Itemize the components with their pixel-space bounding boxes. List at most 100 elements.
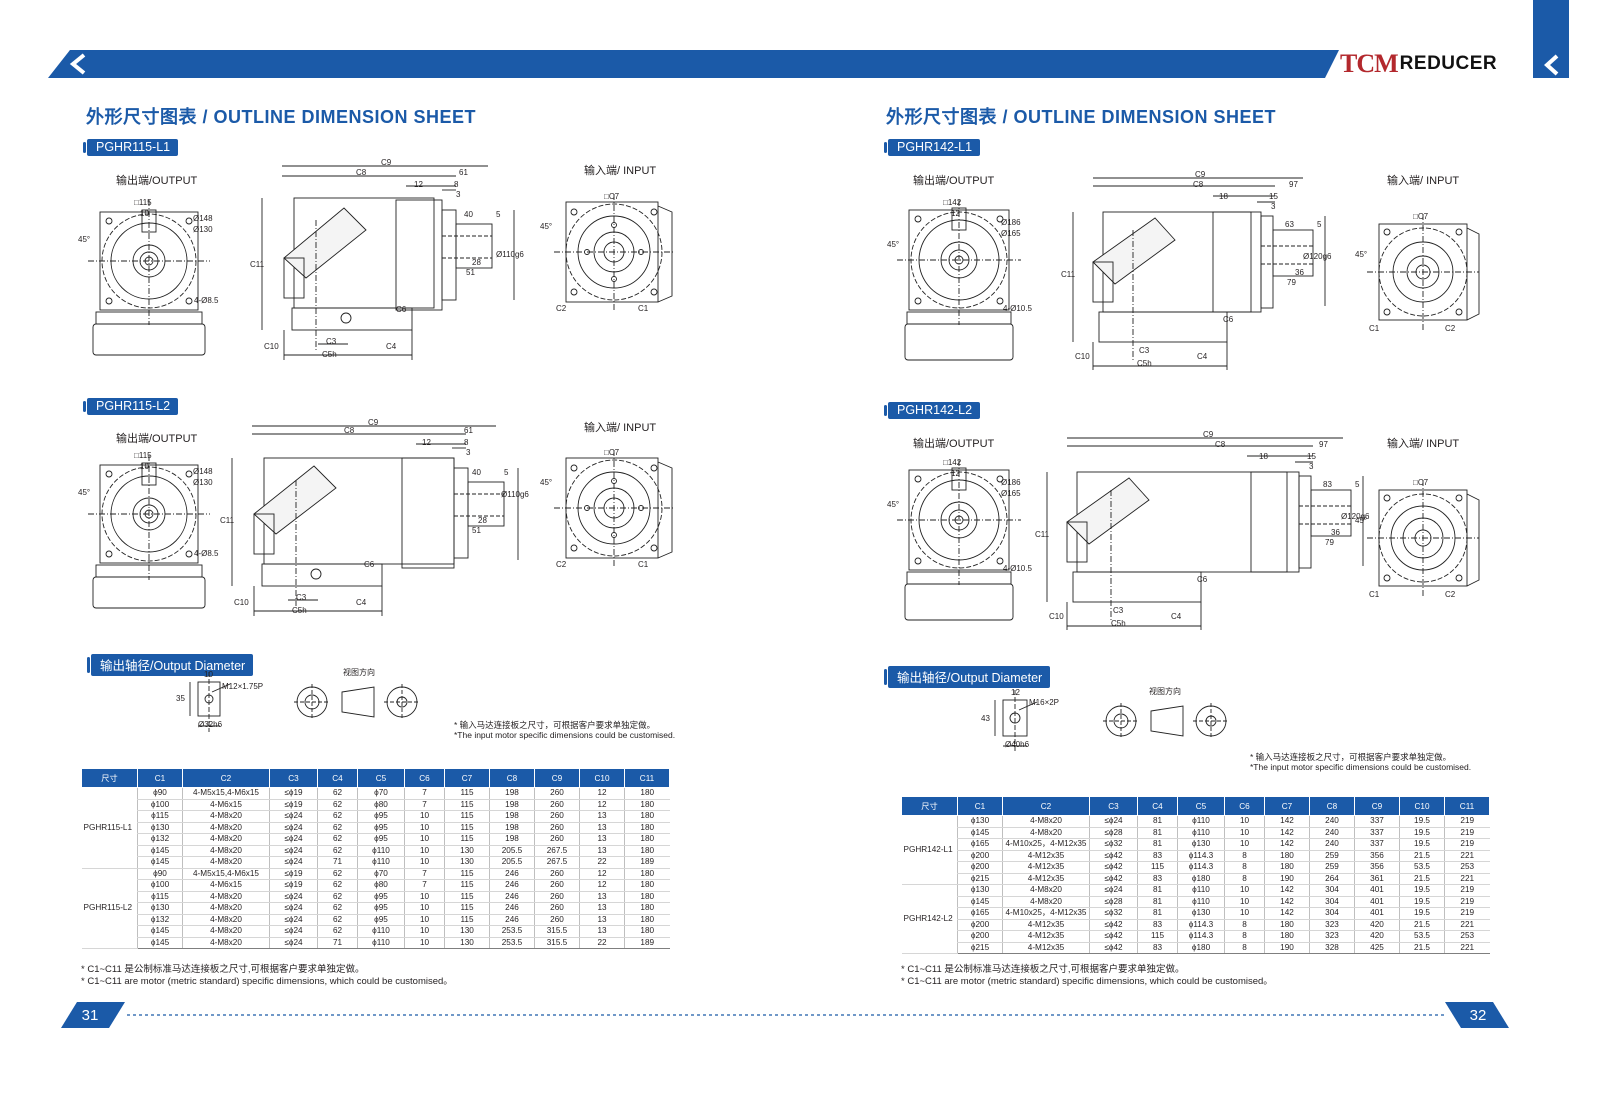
table-cell: ϕ110 (357, 856, 405, 869)
table-cell: 13 (579, 810, 625, 823)
model-cell: PGHR115-L2 (81, 867, 138, 949)
table-cell: ϕ180 (1177, 873, 1225, 885)
table-cell: ϕ95 (357, 902, 405, 915)
table-cell: 4-M8x20 (1002, 827, 1090, 839)
output-label: 输出端/OUTPUT (116, 433, 198, 445)
table-cell: 62 (317, 879, 358, 892)
model-tag: PGHR115-L2 (82, 398, 179, 415)
dim-label: 40 (472, 468, 481, 477)
dim-label: C4 (386, 342, 397, 351)
table-cell: 246 (489, 902, 535, 915)
dim-label: 12 (951, 209, 960, 218)
table-cell: ϕ114.3 (1177, 850, 1225, 862)
table-cell: 142 (1264, 896, 1310, 908)
table-cell: 53.5 (1399, 861, 1445, 874)
table-cell: ϕ90 (137, 867, 183, 880)
table-cell: ≤ϕ42 (1089, 873, 1138, 885)
table-cell: 142 (1264, 815, 1310, 828)
table-cell: 4-M8x20 (182, 902, 270, 915)
table-cell: ϕ130 (1177, 907, 1225, 920)
chevron-left-icon[interactable] (1537, 54, 1567, 76)
table-cell: 21.5 (1399, 919, 1445, 931)
dim-label: 5 (1355, 480, 1360, 489)
output-end-view-l2: □142 12 Ø186 Ø165 4-Ø10.5 45° (887, 458, 1043, 625)
table-cell: ≤ϕ42 (1089, 942, 1138, 954)
table-cell: 260 (534, 891, 580, 903)
table-cell: ϕ110 (357, 845, 405, 857)
table-header-cell: C4 (317, 768, 358, 788)
dim-label: Ø165 (1001, 229, 1021, 238)
table-header-cell: C10 (579, 768, 625, 788)
input-end-view-l2: □C7 C2 C1 45° (538, 448, 688, 578)
dim-label: □C7 (1413, 212, 1429, 221)
dim-label: 45° (1355, 516, 1368, 525)
table-cell: 142 (1264, 907, 1310, 920)
table-cell: 240 (1309, 827, 1355, 839)
table-cell: 10 (1224, 827, 1265, 839)
table-cell: ϕ200 (957, 861, 1003, 874)
table-cell: ≤ϕ19 (269, 787, 318, 800)
table-cell: 21.5 (1399, 942, 1445, 954)
table-cell: 219 (1444, 827, 1490, 839)
dim-label: C11 (220, 516, 235, 525)
page-number: 32 (1469, 1006, 1487, 1024)
table-cell: 115 (444, 879, 490, 892)
input-note-cn: * 输入马达连接板之尺寸，可根据客户要求单独定做。 (454, 720, 656, 730)
brand-logo: TCM REDUCER (1340, 49, 1497, 78)
dim-label: C3 (1139, 346, 1150, 355)
table-cell: 10 (404, 937, 445, 949)
dim-label: C6 (364, 560, 375, 569)
table-cell: ϕ70 (357, 787, 405, 800)
table-cell: 180 (1264, 861, 1310, 874)
table-cell: 12 (579, 867, 625, 880)
table-cell: 180 (624, 902, 670, 915)
table-cell: 62 (317, 833, 358, 846)
table-cell: 304 (1309, 896, 1355, 908)
table-cell: 4-M12x35 (1002, 942, 1090, 954)
table-cell: 246 (489, 891, 535, 903)
table-cell: 22 (579, 856, 625, 869)
dim-label: C5h (1137, 359, 1152, 368)
table-cell: 189 (624, 856, 670, 869)
header-bar: TCM REDUCER (0, 0, 1611, 90)
table-cell: ≤ϕ24 (269, 810, 318, 823)
table-header-cell: C1 (137, 768, 183, 788)
dim-label: 45° (887, 240, 900, 249)
footer-line (805, 1002, 1509, 1028)
dim-label: C3 (1113, 606, 1124, 615)
back-chevron-icon[interactable] (60, 52, 100, 76)
dim-label: □142 (943, 458, 962, 467)
table-cell: 115 (1137, 861, 1178, 874)
table-cell: 7 (404, 799, 445, 811)
dim-label: □115 (134, 198, 152, 207)
dim-label: Ø130 (193, 225, 213, 234)
table-cell: 180 (624, 867, 670, 880)
input-label: 输入端/ INPUT (584, 165, 657, 177)
table-cell: ϕ130 (137, 902, 183, 915)
table-cell: 260 (534, 867, 580, 880)
table-cell: 4-M12x35 (1002, 919, 1090, 931)
table-cell: ϕ145 (957, 896, 1003, 908)
table-cell: 246 (489, 879, 535, 892)
dim-label: Ø186 (1001, 478, 1021, 487)
table-cell: 115 (444, 914, 490, 926)
table-cell: 71 (317, 937, 358, 949)
dim-label: Ø148 (193, 214, 213, 223)
table-cell: 425 (1354, 942, 1400, 954)
table-cell: ≤ϕ24 (1089, 815, 1138, 828)
table-cell: 21.5 (1399, 873, 1445, 885)
table-cell: 10 (404, 902, 445, 915)
table-cell: 62 (317, 822, 358, 834)
table-cell: 115 (444, 810, 490, 823)
table-cell: 4-M8x20 (182, 833, 270, 846)
dim-label: C10 (1049, 612, 1064, 621)
table-cell: 7 (404, 787, 445, 800)
dim-label: C1 (1369, 590, 1380, 599)
